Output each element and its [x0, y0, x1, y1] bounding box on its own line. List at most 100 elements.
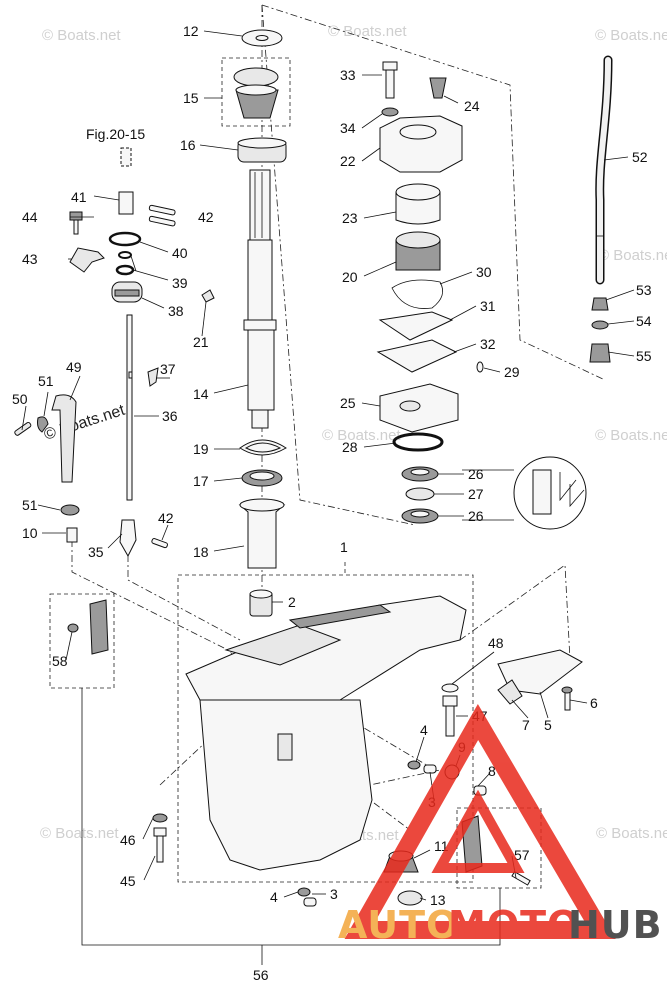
part-ring-54 [591, 320, 609, 330]
part-lower-casing-1 [185, 595, 467, 871]
callout-6: 6 [590, 695, 598, 711]
callout-22: 22 [340, 153, 356, 169]
callout-7: 7 [522, 717, 530, 733]
gear-box [221, 57, 291, 127]
part-screw-3 [423, 764, 437, 774]
callout-40: 40 [172, 245, 188, 261]
callout-28: 28 [342, 439, 358, 455]
callout-51-lower: 51 [22, 497, 38, 513]
callout-8: 8 [488, 763, 496, 779]
part-plate-31 [378, 311, 454, 341]
part-gear-15 [233, 67, 279, 119]
logo-triangle-icon [344, 703, 616, 939]
part-boot-38 [111, 281, 143, 303]
part-clip-51 [37, 416, 49, 433]
callout-10: 10 [22, 525, 38, 541]
part-screw-37 [147, 367, 159, 387]
logo-text-hub: HUB [568, 903, 663, 947]
callout-13: 13 [430, 892, 446, 908]
watermark: © Boats.net [42, 27, 121, 44]
callout-41: 41 [71, 189, 87, 205]
part-grommet-55 [589, 343, 611, 363]
callout-54: 54 [636, 313, 652, 329]
callout-57: 57 [514, 847, 530, 863]
part-pump-housing-22 [379, 115, 463, 173]
part-washer-4 [407, 760, 421, 770]
callout-37: 37 [160, 361, 176, 377]
part-pump-base-25 [379, 383, 459, 433]
callout-56: 56 [253, 967, 269, 983]
callout-30: 30 [476, 264, 492, 280]
watermark: © Boats.net [328, 23, 407, 40]
callout-19: 19 [193, 441, 209, 457]
callout-48: 48 [488, 635, 504, 651]
seal-detail-view [462, 456, 587, 530]
part-bolt-44 [69, 211, 83, 235]
callout-23: 23 [342, 210, 358, 226]
part-grommet-24 [429, 77, 447, 99]
callout-15: 15 [183, 90, 199, 106]
part-shift-rod-36 [126, 314, 133, 501]
watermark: © Boats.net [322, 427, 401, 444]
part-sleeve-18 [238, 498, 286, 569]
part-pin-42 [151, 538, 168, 549]
callout-50: 50 [12, 391, 28, 407]
part-gasket-32 [376, 339, 458, 373]
callout-24: 24 [464, 98, 480, 114]
part-bolt-45 [153, 827, 167, 863]
logo-text-auto: AUTO [338, 903, 459, 947]
watermark: © Boats.net [595, 27, 667, 44]
callout-26: 26 [468, 466, 484, 482]
callout-21: 21 [193, 334, 209, 350]
part-spacer-27 [405, 487, 435, 501]
part-drive-shaft-14 [243, 169, 277, 429]
part-bushing-2 [249, 589, 273, 617]
part-nut-13 [397, 890, 423, 906]
part-screw-3-lower [303, 897, 317, 907]
part-screw-6 [561, 686, 573, 711]
callout-35: 35 [88, 544, 104, 560]
part-washer-34 [381, 107, 399, 117]
part-seal-26 [401, 466, 439, 482]
part-anode-58 [67, 599, 109, 655]
callout-46: 46 [120, 832, 136, 848]
callout-42: 42 [198, 209, 214, 225]
watermark: © Boats.net [596, 825, 667, 842]
logo-text-moto: MOTO [448, 903, 580, 947]
part-pin-29 [476, 361, 484, 373]
part-lever-43 [69, 247, 105, 273]
callout-52: 52 [632, 149, 648, 165]
callout-29: 29 [504, 364, 520, 380]
part-water-tube-52 [595, 55, 613, 285]
part-shift-rod-head-41 [118, 147, 134, 215]
callout-17: 17 [193, 473, 209, 489]
callout-44: 44 [22, 209, 38, 225]
autmotohub-logo: AUTO MOTO HUB [338, 703, 663, 947]
part-ring-19 [239, 439, 287, 456]
part-bearing-16 [237, 137, 287, 163]
callout-27: 27 [468, 486, 484, 502]
callout-38: 38 [168, 303, 184, 319]
part-bolt-50 [14, 421, 32, 436]
part-seal-28 [392, 432, 444, 452]
callout-49: 49 [66, 359, 82, 375]
part-key-21 [201, 289, 215, 303]
callout-36: 36 [162, 408, 178, 424]
callout-5: 5 [544, 717, 552, 733]
logo-inner-triangle-icon [431, 789, 525, 873]
callout-55: 55 [636, 348, 652, 364]
part-gasket-30 [391, 279, 444, 309]
part-seal-26-lower [401, 508, 439, 524]
callout-26-lower: 26 [468, 508, 484, 524]
callout-45: 45 [120, 873, 136, 889]
part-washer-12 [241, 29, 283, 47]
callout-14: 14 [193, 386, 209, 402]
callout-4: 4 [420, 722, 428, 738]
part-washer-46 [152, 813, 168, 823]
callout-58: 58 [52, 653, 68, 669]
callout-16: 16 [180, 137, 196, 153]
callout-20: 20 [342, 269, 358, 285]
leader-lines [21, 30, 635, 901]
callout-31: 31 [480, 298, 496, 314]
